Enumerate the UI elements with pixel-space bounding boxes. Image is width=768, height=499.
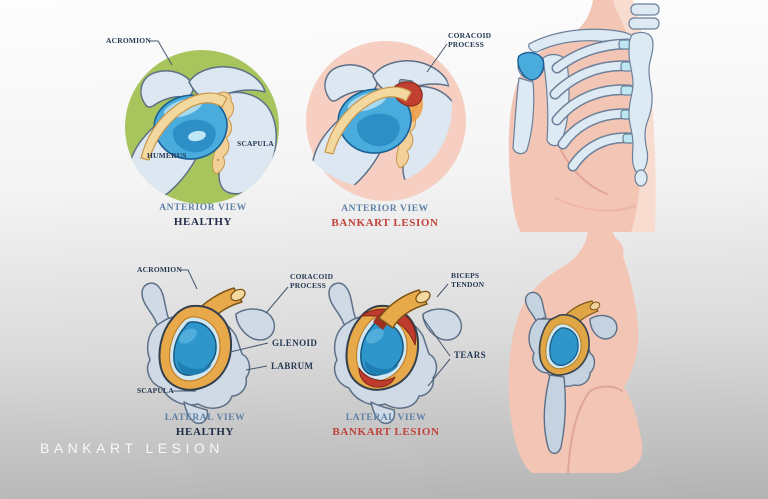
lateral-healthy-illustration xyxy=(141,282,276,425)
label-scapula-lateral: SCAPULA xyxy=(137,386,174,395)
view-label-anterior-healthy: ANTERIOR VIEW xyxy=(159,203,247,213)
lateral-lesion-illustration xyxy=(328,282,463,425)
torso-anterior-illustration xyxy=(508,0,660,232)
label-biceps-tendon: BICEPS TENDON xyxy=(451,271,485,290)
anterior-lesion-illustration xyxy=(306,41,466,201)
label-coracoid-lateral: CORACOID PROCESS xyxy=(290,272,334,291)
label-humerus: HUMERUS xyxy=(147,151,187,160)
label-acromion-anterior: ACROMION xyxy=(106,36,151,45)
status-label-lateral-healthy: HEALTHY xyxy=(175,426,235,438)
status-label-anterior-lesion: BANKART LESION xyxy=(331,217,439,229)
label-scapula-anterior: SCAPULA xyxy=(237,139,274,148)
page-title: BANKART LESION xyxy=(40,440,224,456)
view-label-anterior-lesion: ANTERIOR VIEW xyxy=(341,204,429,214)
view-label-lateral-healthy: LATERAL VIEW xyxy=(164,413,246,423)
label-glenoid: GLENOID xyxy=(272,338,318,348)
view-label-lateral-lesion: LATERAL VIEW xyxy=(345,413,427,423)
label-labrum: LABRUM xyxy=(271,361,314,371)
status-label-anterior-healthy: HEALTHY xyxy=(173,216,233,228)
label-coracoid-anterior: CORACOID PROCESS xyxy=(448,31,492,50)
label-tears: TEARS xyxy=(454,350,487,360)
anterior-healthy-illustration xyxy=(125,50,279,204)
torso-lateral-illustration xyxy=(508,229,643,474)
label-acromion-lateral: ACROMION xyxy=(137,265,182,274)
status-label-lateral-lesion: BANKART LESION xyxy=(332,426,440,438)
